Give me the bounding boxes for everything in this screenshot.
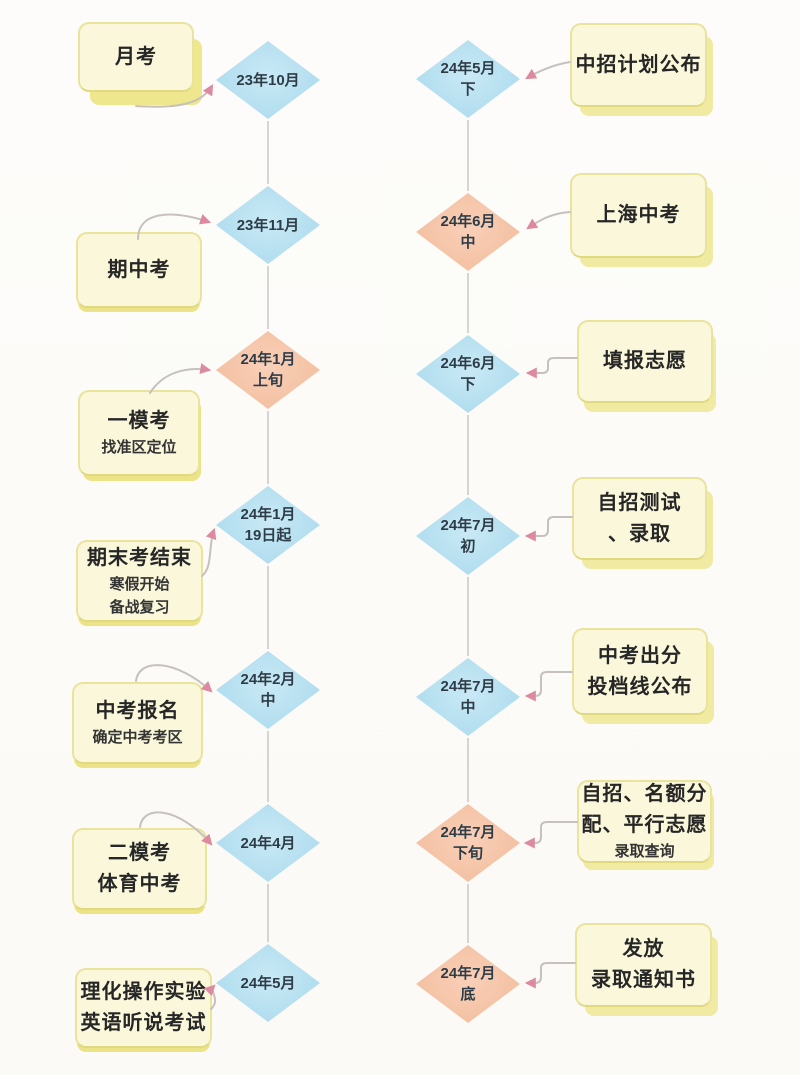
- date-diamond: 24年6月下: [416, 335, 520, 413]
- diamond-date-text: 24年1月: [240, 506, 296, 523]
- connector-path: [524, 962, 576, 989]
- event-title: 、录取: [608, 522, 671, 545]
- diamond-date-text: 下: [460, 81, 476, 98]
- diamond-date-text: 下: [460, 376, 476, 393]
- date-diamond: 24年1月上旬: [216, 331, 320, 409]
- date-diamond: 24年7月初: [416, 497, 520, 575]
- event-box: 填报志愿: [577, 320, 713, 403]
- diamond-date-text: 下旬: [452, 845, 483, 862]
- connector-path: [201, 527, 217, 577]
- event-title: 中考出分: [598, 644, 682, 667]
- date-diamond: 24年6月中: [416, 193, 520, 271]
- event-title: 自招、名额分: [581, 783, 708, 806]
- event-box: 发放录取通知书: [575, 923, 712, 1007]
- event-title: 中考报名: [95, 700, 180, 723]
- event-title: 投档线公布: [587, 675, 693, 698]
- connector-path: [524, 671, 573, 702]
- connector-path: [523, 821, 578, 849]
- event-box: 期中考: [76, 232, 202, 308]
- diamond-date-text: 中: [460, 699, 476, 716]
- date-diamond: 24年2月中: [216, 651, 320, 729]
- date-diamond: 24年7月下旬: [416, 804, 520, 882]
- diamond-date-text: 底: [460, 986, 476, 1003]
- date-diamond: 23年11月: [216, 186, 320, 264]
- diamond-date-text: 19日起: [244, 527, 292, 544]
- event-box: 中招计划公布: [570, 23, 707, 107]
- event-box: 自招测试、录取: [572, 477, 707, 560]
- connector-path: [525, 357, 578, 379]
- connector-path: [524, 516, 573, 542]
- diamond-date-text: 24年4月: [240, 834, 296, 852]
- event-subtitle: 确定中考考区: [92, 729, 183, 747]
- diamond-date-text: 23年11月: [236, 216, 300, 234]
- event-title: 理化操作实验: [80, 981, 207, 1003]
- connector-path: [526, 211, 571, 230]
- diamond-date-text: 初: [460, 538, 476, 555]
- event-title: 配、平行志愿: [581, 814, 708, 837]
- date-diamond: 24年7月底: [416, 945, 520, 1023]
- event-box: 中考出分投档线公布: [572, 628, 708, 715]
- event-title: 二模考: [108, 842, 171, 864]
- event-title: 月考: [115, 45, 157, 68]
- diamond-date-text: 24年1月: [240, 351, 296, 368]
- event-title: 中招计划公布: [575, 53, 702, 76]
- date-diamond: 24年5月: [216, 944, 320, 1022]
- event-title: 自招测试: [597, 491, 682, 514]
- connector-path: [525, 61, 571, 80]
- event-box: 上海中考: [570, 173, 707, 258]
- event-title: 上海中考: [596, 204, 681, 226]
- diamond-date-text: 24年5月: [440, 60, 496, 77]
- diamond-date-text: 中: [260, 692, 276, 709]
- event-box: 理化操作实验英语听说考试: [75, 968, 212, 1048]
- date-diamond: 24年4月: [216, 804, 320, 882]
- diamond-date-text: 24年7月: [440, 965, 496, 982]
- event-title: 一模考: [107, 410, 171, 433]
- date-diamond: 24年5月下: [416, 40, 520, 118]
- event-subtitle: 寒假开始: [109, 576, 170, 593]
- event-title: 期末考结束: [87, 547, 192, 569]
- event-subtitle: 录取查询: [614, 843, 675, 861]
- diamond-date-text: 24年7月: [440, 678, 496, 695]
- event-box: 期末考结束寒假开始备战复习: [76, 540, 203, 622]
- event-box: 中考报名确定中考考区: [72, 682, 203, 764]
- date-diamond: 23年10月: [216, 41, 320, 119]
- event-title: 期中考: [107, 258, 171, 281]
- diamond-date-text: 24年6月: [440, 213, 496, 230]
- diamond-date-text: 24年5月: [240, 974, 296, 992]
- diamond-date-text: 24年6月: [440, 355, 496, 372]
- event-title: 发放: [622, 938, 665, 960]
- event-box: 二模考体育中考: [72, 828, 207, 910]
- event-title: 录取通知书: [591, 969, 696, 991]
- event-subtitle: 找准区定位: [101, 439, 177, 457]
- event-title: 英语听说考试: [80, 1012, 207, 1034]
- diamond-date-text: 24年7月: [440, 824, 496, 841]
- event-subtitle: 备战复习: [109, 598, 170, 616]
- date-diamond: 24年1月 19日起: [216, 486, 320, 564]
- event-box: 月考: [78, 22, 194, 92]
- event-title: 填报志愿: [603, 350, 687, 372]
- diamond-date-text: 中: [460, 234, 476, 251]
- event-title: 体育中考: [97, 873, 182, 895]
- date-diamond: 24年7月中: [416, 658, 520, 736]
- diamond-date-text: 上旬: [252, 372, 283, 389]
- diamond-date-text: 24年2月: [240, 671, 296, 688]
- diamond-date-text: 23年10月: [236, 71, 300, 89]
- diamond-date-text: 24年7月: [440, 517, 496, 534]
- event-box: 一模考找准区定位: [78, 390, 200, 476]
- event-box: 自招、名额分配、平行志愿录取查询: [577, 780, 712, 863]
